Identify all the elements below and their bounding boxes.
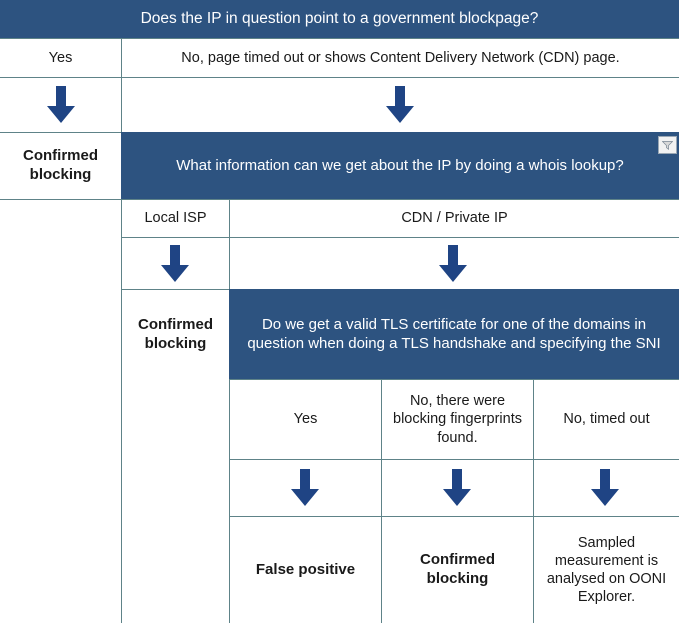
level3-answer-timed-out: No, timed out: [533, 379, 679, 460]
level3-outcome-confirmed-blocking: Confirmed blocking: [381, 516, 534, 623]
filter-dropdown-icon[interactable]: [658, 136, 677, 154]
level3-answer-yes: Yes: [229, 379, 382, 460]
level3-spacer-column: [121, 379, 230, 623]
level3-arrow-cell-fingerprints: [381, 459, 534, 517]
level3-arrow-cell-timed-out: [533, 459, 679, 517]
level1-question: Does the IP in question point to a gover…: [0, 0, 679, 38]
level2-answer-cdn-private-ip: CDN / Private IP: [229, 199, 679, 238]
level1-answer-no: No, page timed out or shows Content Deli…: [121, 38, 679, 78]
level2-outcome-confirmed-blocking: Confirmed blocking: [121, 289, 230, 380]
level3-outcome-false-positive: False positive: [229, 516, 382, 623]
level1-outcome-confirmed-blocking: Confirmed blocking: [0, 132, 122, 200]
level2-answer-local-isp: Local ISP: [121, 199, 230, 238]
level1-answer-yes: Yes: [0, 38, 122, 78]
level3-question: Do we get a valid TLS certificate for on…: [229, 289, 679, 380]
left-spacer-column: [0, 199, 122, 623]
level3-answer-blocking-fingerprints: No, there were blocking fingerprints fou…: [381, 379, 534, 460]
level2-arrow-cell-local-isp: [121, 237, 230, 290]
level2-question: What information can we get about the IP…: [121, 132, 679, 200]
level3-arrow-cell-yes: [229, 459, 382, 517]
level2-arrow-cell-cdn: [229, 237, 679, 290]
level1-arrow-cell-no: [121, 77, 679, 133]
level3-outcome-sampled-measurement: Sampled measurement is analysed on OONI …: [533, 516, 679, 623]
level1-arrow-cell-yes: [0, 77, 122, 133]
